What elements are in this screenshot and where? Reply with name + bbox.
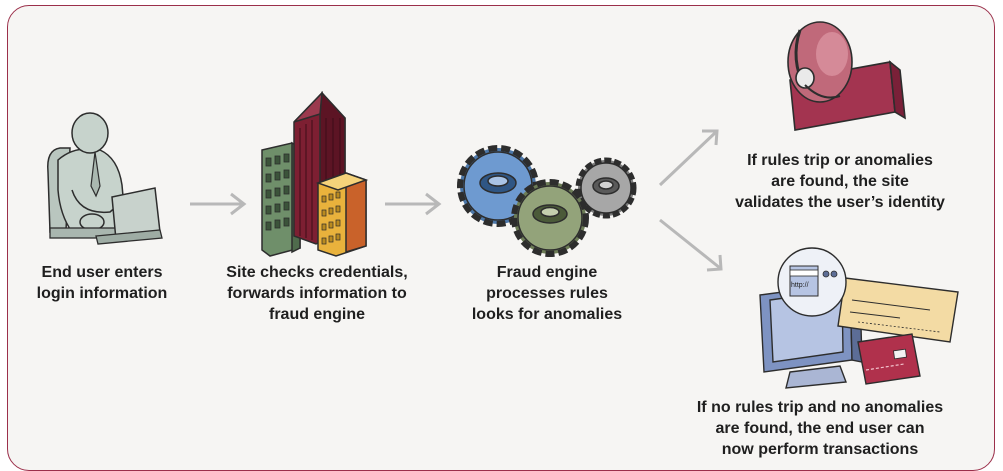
step-3-caption: Fraud engine processes rules looks for a… <box>471 264 623 323</box>
transactions-icon: http:// <box>759 247 959 389</box>
arrow-up-right-icon <box>658 129 719 187</box>
browser-url-text: http:// <box>791 282 809 289</box>
buildings-icon <box>261 90 369 257</box>
arrow-down-right-icon <box>659 218 723 272</box>
arrow-right-icon <box>190 192 247 216</box>
outcome-transactions-caption: If no rules trip and no anomalies are fo… <box>696 399 944 458</box>
step-2-caption: Site checks credentials, forwards inform… <box>226 264 408 323</box>
support-agent-icon <box>787 21 906 131</box>
step-1-caption: End user enters login information <box>36 264 168 302</box>
arrow-right-icon <box>385 192 442 216</box>
outcome-validate-caption: If rules trip or anomalies are found, th… <box>735 152 945 211</box>
gears-icon <box>457 145 637 257</box>
user-laptop-icon <box>47 112 163 245</box>
